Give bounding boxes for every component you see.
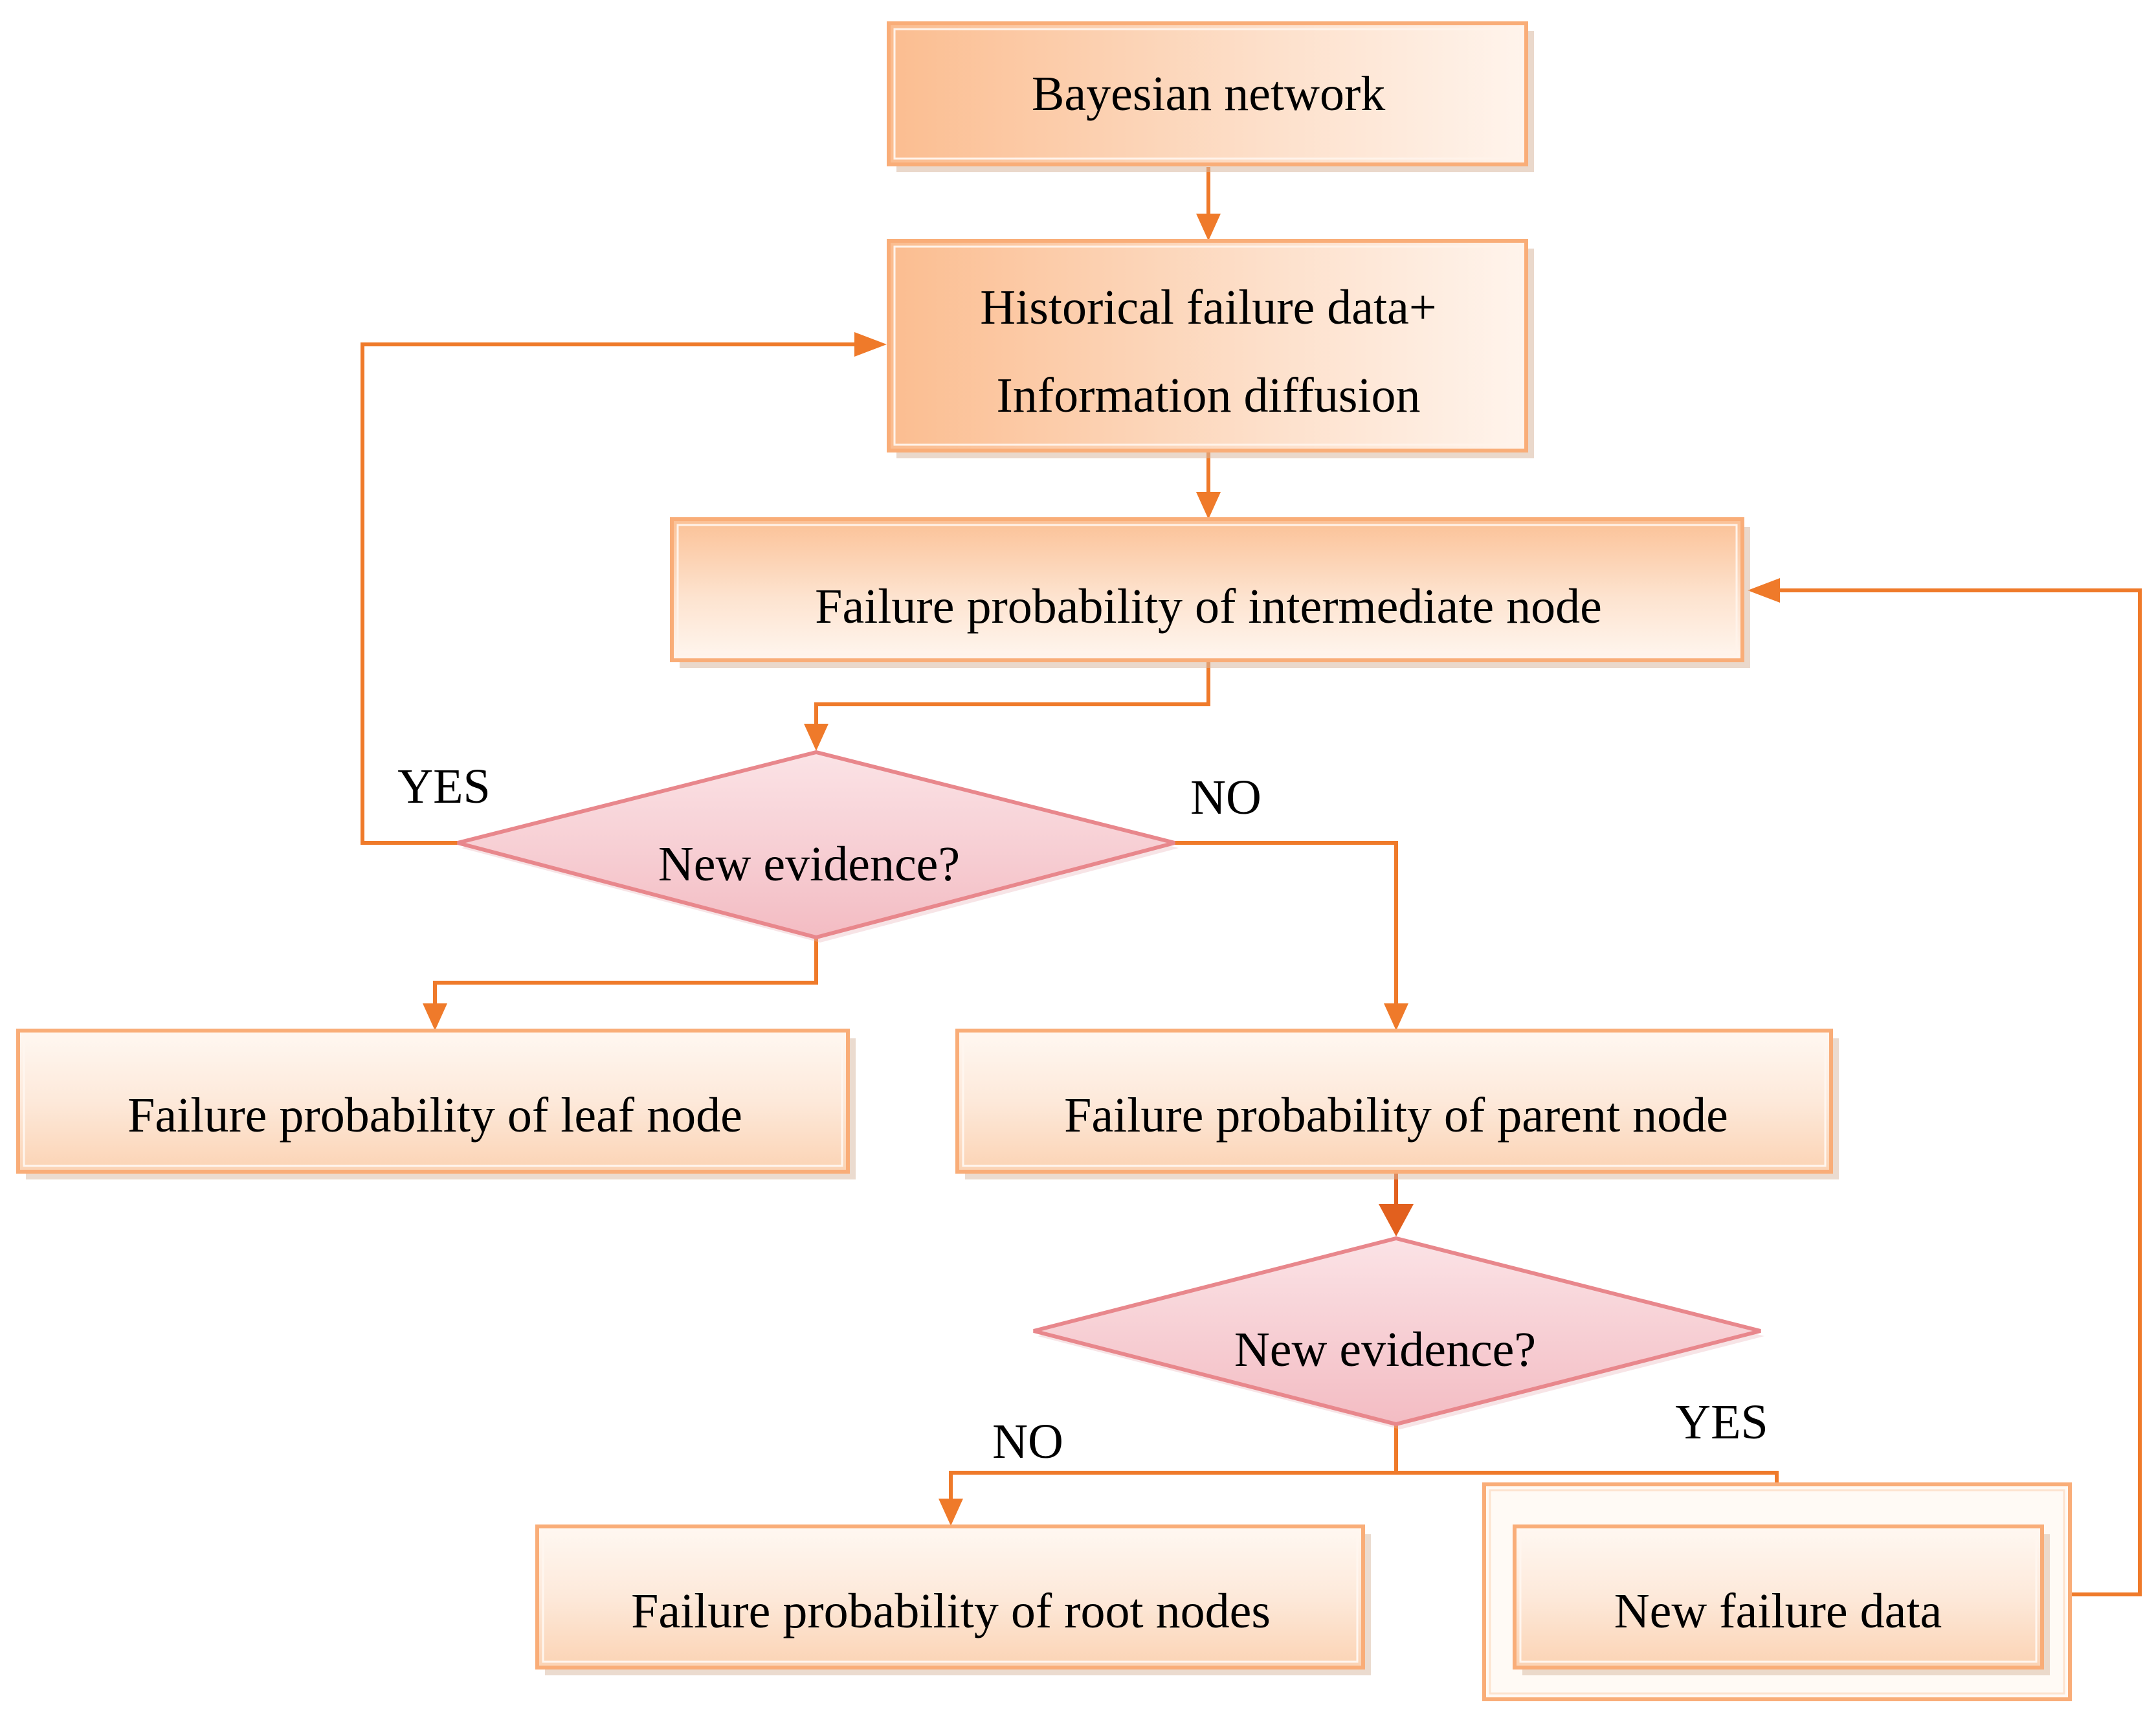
leaf-label: Failure probability of leaf node [128,1088,742,1143]
connectors [361,167,2142,1596]
decision-1: New evidence? [457,750,1179,943]
decision-2-no-label: NO [992,1414,1063,1469]
edge-decision1-to-leaf-arrowhead [423,1003,447,1031]
node-parent: Failure probability of parent node [955,1029,1839,1179]
historical-label-line1: Historical failure data+ [980,280,1436,335]
bayesian-network-label: Bayesian network [1032,67,1386,121]
edge-historical-to-intermediate-arrowhead [1196,492,1221,519]
historical-label-line2: Information diffusion [996,368,1420,423]
edge-newdata-arrowhead [1748,578,1780,603]
node-bayesian-network: Bayesian network [887,21,1534,172]
node-new-failure-data: New failure data [1482,1482,2072,1701]
edge-decision2-no-arrowhead [939,1499,963,1526]
edge-decision1-yes-to-historical [361,342,867,845]
edge-intermediate-to-decision1-arrowhead [804,724,828,751]
intermediate-label: Failure probability of intermediate node [815,579,1602,634]
node-root: Failure probability of root nodes [535,1524,1371,1675]
edge-decision1-no-arrowhead [1384,1003,1408,1031]
decision-1-label: New evidence? [658,837,960,891]
edge-decision1-no-to-parent [1175,841,1398,1016]
edge-parent-to-decision2-arrowhead [1379,1204,1414,1236]
parent-label: Failure probability of parent node [1064,1088,1728,1143]
node-leaf: Failure probability of leaf node [16,1029,856,1179]
edge-bayesian-to-historical-arrowhead [1196,214,1221,241]
edge-decision1-to-leaf [433,937,818,1016]
edge-intermediate-to-decision1 [814,658,1210,738]
node-intermediate: Failure probability of intermediate node [670,517,1750,668]
root-label: Failure probability of root nodes [631,1584,1271,1638]
decision-2-yes-label: YES [1675,1395,1768,1449]
decision-1-yes-label: YES [397,759,491,814]
decision-2: New evidence? [1033,1236,1764,1429]
edge-newdata-to-intermediate [1767,588,2142,1596]
new-failure-data-label: New failure data [1614,1584,1942,1638]
edge-decision1-yes-arrowhead [854,332,887,357]
node-historical: Historical failure data+ Information dif… [887,239,1534,458]
decision-1-no-label: NO [1190,770,1261,825]
decision-2-label: New evidence? [1234,1323,1536,1377]
